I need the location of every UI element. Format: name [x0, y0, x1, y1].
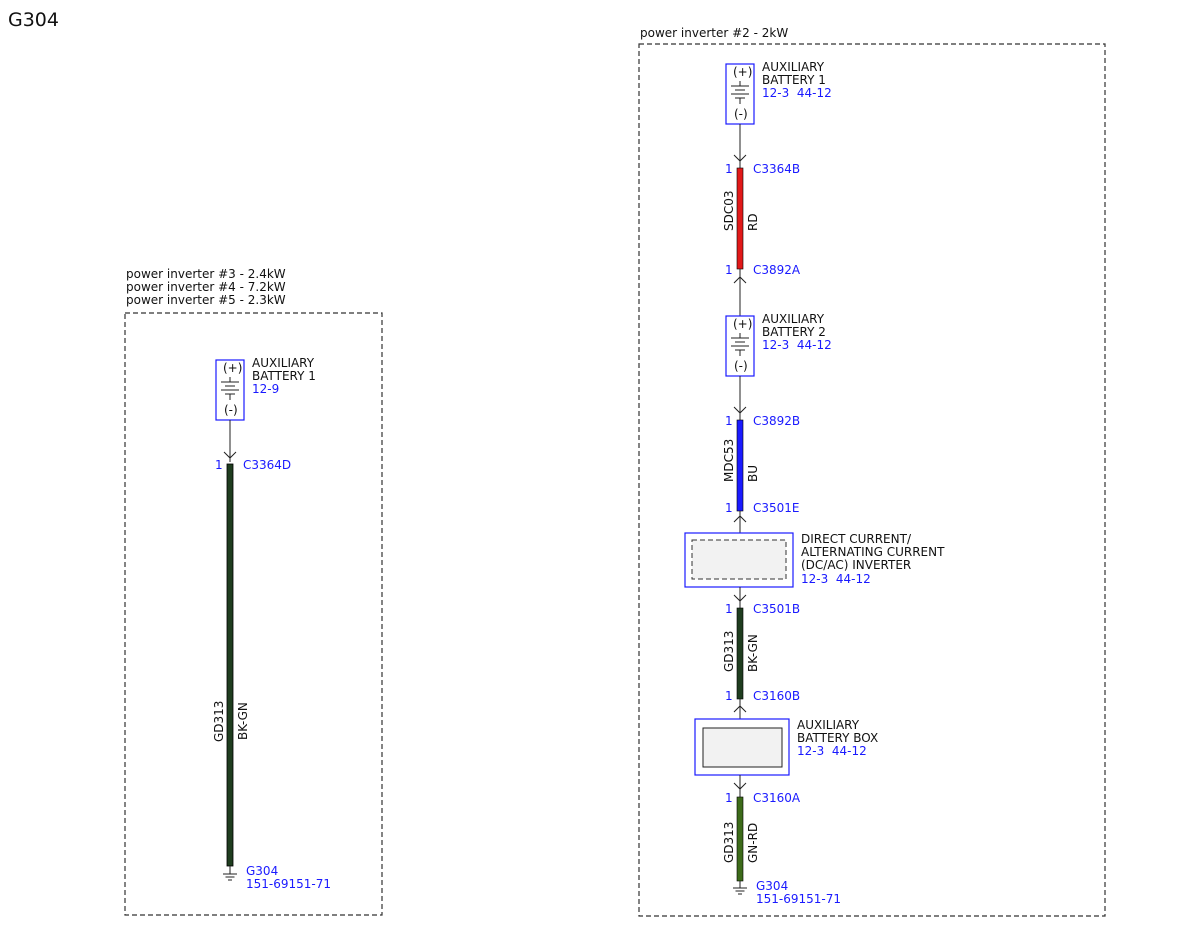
right-battery2-ref[interactable]: 12-3 44-12 [762, 338, 832, 352]
c3160a-pin: 1 [725, 791, 733, 805]
wire-sdc03-color-code: RD [746, 213, 760, 231]
wire-gd313-bk-gn[interactable] [736, 607, 744, 700]
left-wire-color-code: BK-GN [236, 702, 250, 740]
c3892b-name[interactable]: C3892B [753, 414, 800, 428]
battery-icon [731, 81, 749, 104]
battery-icon [731, 333, 749, 356]
connector-chevron-icon [733, 705, 747, 713]
wire-gd313-gn-rd[interactable] [736, 796, 744, 882]
inverter-name-2: ALTERNATING CURRENT [801, 545, 945, 559]
battery-box-ref[interactable]: 12-3 44-12 [797, 744, 867, 758]
right-ground-name[interactable]: G304 [756, 879, 788, 893]
c3160a-name[interactable]: C3160A [753, 791, 801, 805]
battery-minus-label: (-) [734, 107, 748, 121]
wire-mdc53[interactable] [736, 419, 744, 512]
left-c3364d-name[interactable]: C3364D [243, 458, 291, 472]
battery-box-name-2: BATTERY BOX [797, 731, 878, 745]
right-group: power inverter #2 - 2kW (+) (-) AUXILIAR… [638, 26, 1106, 917]
left-wire-circuit: GD313 [212, 701, 226, 742]
battery-plus-label: (+) [223, 361, 242, 375]
right-battery1-name-2: BATTERY 1 [762, 73, 826, 87]
inverter-name-1: DIRECT CURRENT/ [801, 532, 912, 546]
battery-plus-label: (+) [733, 65, 752, 79]
right-battery1-name-1: AUXILIARY [762, 60, 825, 74]
connector-chevron-icon [733, 276, 747, 284]
inverter-inner-box [691, 539, 787, 580]
c3501b-pin: 1 [725, 602, 733, 616]
battery-minus-label: (-) [224, 403, 238, 417]
right-battery2-name-1: AUXILIARY [762, 312, 825, 326]
right-group-label: power inverter #2 - 2kW [640, 26, 788, 40]
left-ground-ref[interactable]: 151-69151-71 [246, 877, 331, 891]
right-ground-icon [733, 881, 747, 895]
right-group-frame [638, 43, 1106, 917]
right-auxiliary-battery-1[interactable]: (+) (-) [725, 63, 755, 125]
connector-chevron-icon [733, 154, 747, 162]
c3892a-pin: 1 [725, 263, 733, 277]
wire-sdc03[interactable] [736, 167, 744, 270]
c3364b-pin: 1 [725, 162, 733, 176]
left-battery-ref[interactable]: 12-9 [252, 382, 279, 396]
c3364b-name[interactable]: C3364B [753, 162, 800, 176]
wire-gd313-gn-rd-circuit: GD313 [722, 822, 736, 863]
c3892a-name[interactable]: C3892A [753, 263, 801, 277]
left-wire-gd313[interactable] [226, 463, 234, 867]
connector-chevron-icon [733, 782, 747, 790]
left-ground-name[interactable]: G304 [246, 864, 278, 878]
right-battery2-name-2: BATTERY 2 [762, 325, 826, 339]
left-c3364d-pin: 1 [215, 458, 223, 472]
c3160b-name[interactable]: C3160B [753, 689, 800, 703]
page-title: G304 [8, 9, 59, 31]
c3501e-pin: 1 [725, 501, 733, 515]
auxiliary-battery-box[interactable] [694, 718, 790, 776]
c3892b-pin: 1 [725, 414, 733, 428]
wire-mdc53-color-code: BU [746, 465, 760, 482]
connector-chevron-icon [733, 515, 747, 523]
c3501e-name[interactable]: C3501E [753, 501, 800, 515]
c3501b-name[interactable]: C3501B [753, 602, 800, 616]
inverter-ref[interactable]: 12-3 44-12 [801, 572, 871, 586]
dc-ac-inverter[interactable] [684, 532, 794, 588]
left-auxiliary-battery-1[interactable]: (+) (-) [215, 359, 245, 421]
battery-minus-label: (-) [734, 359, 748, 373]
battery-plus-label: (+) [733, 317, 752, 331]
left-group-label-2: power inverter #4 - 7.2kW [126, 280, 286, 294]
right-auxiliary-battery-2[interactable]: (+) (-) [725, 315, 755, 377]
right-battery1-ref[interactable]: 12-3 44-12 [762, 86, 832, 100]
left-battery-name-1: AUXILIARY [252, 356, 315, 370]
right-ground-ref[interactable]: 151-69151-71 [756, 892, 841, 906]
wire-gd313-circuit: GD313 [722, 631, 736, 672]
wire-sdc03-circuit: SDC03 [722, 190, 736, 231]
c3160b-pin: 1 [725, 689, 733, 703]
battery-box-inner [702, 727, 783, 768]
wire-mdc53-circuit: MDC53 [722, 439, 736, 482]
connector-chevron-icon [733, 406, 747, 414]
inverter-name-3: (DC/AC) INVERTER [801, 558, 911, 572]
connector-chevron-icon [733, 594, 747, 602]
left-battery-name-2: BATTERY 1 [252, 369, 316, 383]
left-group-frame [124, 312, 383, 916]
left-group: power inverter #3 - 2.4kW power inverter… [124, 267, 383, 916]
connector-chevron-icon [223, 451, 237, 459]
left-group-label-3: power inverter #5 - 2.3kW [126, 293, 286, 307]
left-group-label-1: power inverter #3 - 2.4kW [126, 267, 286, 281]
battery-box-name-1: AUXILIARY [797, 718, 860, 732]
battery-icon [221, 377, 239, 400]
left-ground-icon [223, 866, 237, 881]
wire-gd313-gn-rd-color-code: GN-RD [746, 823, 760, 863]
wire-gd313-color-code: BK-GN [746, 634, 760, 672]
